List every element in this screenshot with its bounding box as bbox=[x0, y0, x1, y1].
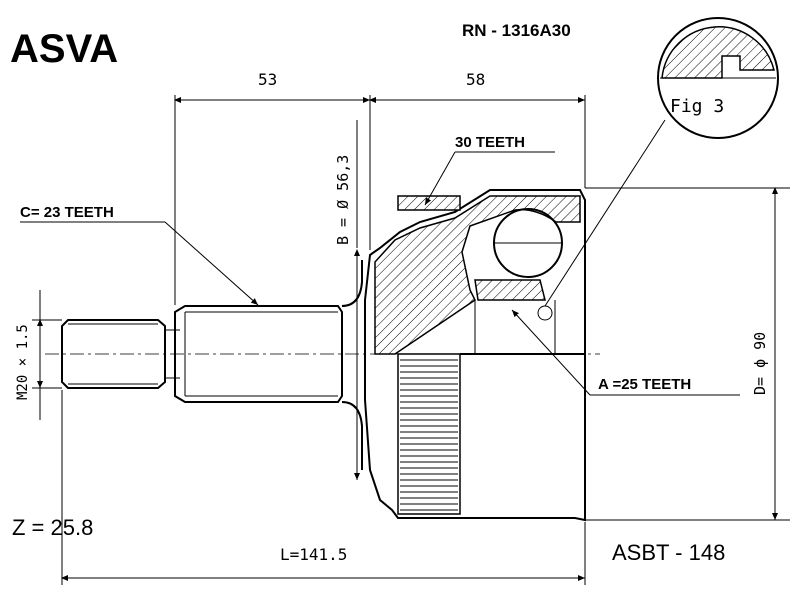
dim-length-top: 53 58 bbox=[174, 70, 586, 305]
leader-shaft-teeth: C= 23 TEETH bbox=[20, 204, 259, 306]
dim-d-label: D= ϕ 90 bbox=[751, 332, 769, 395]
dim-total-length: L=141.5 bbox=[61, 390, 586, 585]
asbt-code: ASBT - 148 bbox=[612, 540, 725, 565]
detail-marker bbox=[537, 305, 553, 321]
z-value: Z = 25.8 bbox=[12, 515, 93, 540]
dim-outer-diameter: D= ϕ 90 bbox=[585, 187, 790, 521]
brand-logo: ASVA bbox=[10, 27, 118, 71]
inner-teeth-label: A =25 TEETH bbox=[598, 376, 691, 393]
dim-thread-label: M20 × 1.5 bbox=[15, 324, 31, 400]
dim-l-label: L=141.5 bbox=[280, 545, 347, 564]
part-number: RN - 1316A30 bbox=[462, 21, 571, 40]
threaded-shaft-end bbox=[61, 319, 180, 389]
dim-58-label: 58 bbox=[466, 70, 485, 89]
abs-teeth-label: 30 TEETH bbox=[455, 134, 525, 151]
fig-3-inset: Fig 3 bbox=[657, 17, 779, 139]
shaft-teeth-label: C= 23 TEETH bbox=[20, 204, 114, 221]
abs-tone-ring bbox=[397, 353, 461, 515]
fig-label: Fig 3 bbox=[670, 96, 724, 117]
dim-53-label: 53 bbox=[258, 70, 277, 89]
dim-bore-diameter: B = Ø 56,3 bbox=[334, 120, 360, 480]
dim-thread: M20 × 1.5 bbox=[15, 290, 62, 420]
leader-abs-teeth: 30 TEETH bbox=[424, 134, 555, 206]
leader-inner-teeth: A =25 TEETH bbox=[511, 309, 740, 396]
bell-housing bbox=[364, 119, 666, 522]
dim-b-label: B = Ø 56,3 bbox=[334, 155, 352, 245]
splined-shaft bbox=[174, 260, 363, 470]
